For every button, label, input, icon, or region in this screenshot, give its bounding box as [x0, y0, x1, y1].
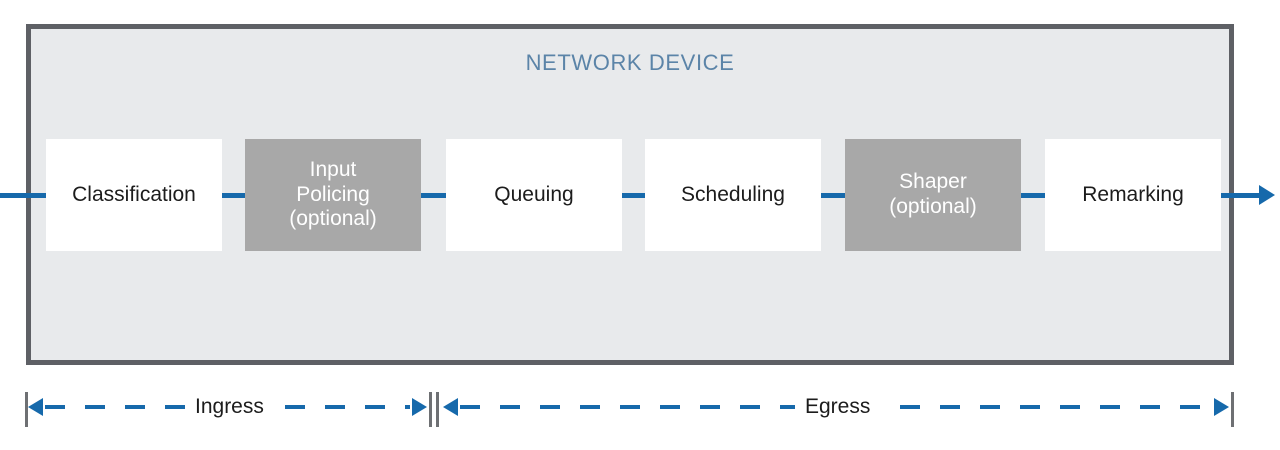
phase-boundary-tick-0 [25, 392, 28, 427]
stage-label: Classification [72, 182, 196, 206]
stage-box-queuing[interactable]: Queuing [446, 139, 622, 251]
phase-arrow-right-ingress-icon [412, 398, 427, 416]
phase-boundary-tick-1 [429, 392, 432, 427]
flow-exit-arrow-icon [1259, 185, 1275, 205]
phase-arrow-left-egress-icon [443, 398, 458, 416]
phase-label-ingress: Ingress [185, 392, 274, 422]
stage-label: Scheduling [681, 182, 785, 206]
flow-connector-2 [421, 193, 446, 198]
stage-box-shaper[interactable]: Shaper (optional) [845, 139, 1021, 251]
flow-connector-3 [622, 193, 645, 198]
stage-box-scheduling[interactable]: Scheduling [645, 139, 821, 251]
flow-connector-6 [1221, 193, 1261, 198]
stage-label: Queuing [494, 182, 574, 206]
flow-connector-5 [1021, 193, 1045, 198]
stage-box-classification[interactable]: Classification [46, 139, 222, 251]
phase-boundary-tick-2 [436, 392, 439, 427]
phase-arrow-left-ingress-icon [28, 398, 43, 416]
stage-label: Input Policing (optional) [289, 158, 377, 231]
phase-label-egress: Egress [795, 392, 881, 422]
flow-connector-4 [821, 193, 845, 198]
stage-box-remarking[interactable]: Remarking [1045, 139, 1221, 251]
stage-box-input[interactable]: Input Policing (optional) [245, 139, 421, 251]
stage-label: Shaper (optional) [889, 170, 977, 218]
stage-label: Remarking [1082, 182, 1184, 206]
flow-connector-0 [0, 193, 46, 198]
phase-arrow-right-egress-icon [1214, 398, 1229, 416]
flow-connector-1 [222, 193, 245, 198]
phase-boundary-tick-3 [1231, 392, 1234, 427]
page-title: NETWORK DEVICE [525, 50, 735, 75]
